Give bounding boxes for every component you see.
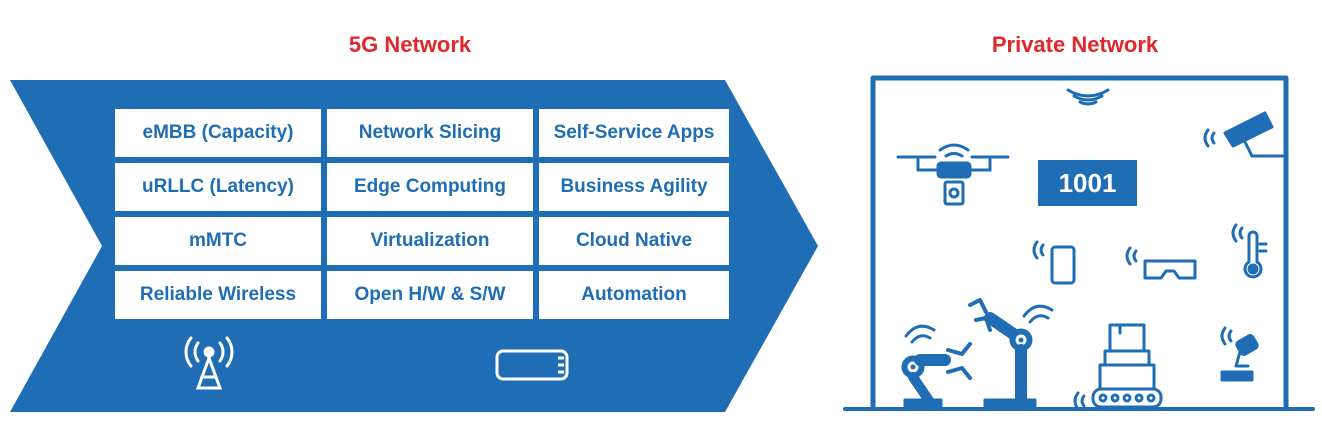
- vr-headset-icon: [1125, 246, 1197, 280]
- feature-cell: Business Agility: [539, 163, 729, 211]
- feature-cell: Automation: [539, 271, 729, 319]
- feature-cell: Reliable Wireless: [115, 271, 321, 319]
- feature-cell: eMBB (Capacity): [115, 109, 321, 157]
- feature-cell: Open H/W & S/W: [327, 271, 533, 319]
- feature-grid: eMBB (Capacity) Network Slicing Self-Ser…: [115, 109, 729, 319]
- building-outline: [870, 75, 1289, 409]
- security-camera-icon: [1203, 111, 1286, 158]
- sim-card-icon: [495, 349, 569, 381]
- feature-cell: Self-Service Apps: [539, 109, 729, 157]
- cargo-robot-icon: [1073, 323, 1163, 411]
- drone-icon: [896, 143, 1010, 206]
- title-private-network: Private Network: [991, 32, 1159, 57]
- binary-code-label: 1001: [1038, 160, 1137, 206]
- thermometer-icon: [1231, 223, 1268, 279]
- feature-cell: Virtualization: [327, 217, 533, 265]
- smartphone-icon: [1032, 240, 1076, 285]
- feature-cell: Edge Computing: [327, 163, 533, 211]
- wifi-icon: [1066, 88, 1110, 106]
- industrial-robot-icon: [968, 298, 1054, 409]
- feature-cell: uRLLC (Latency): [115, 163, 321, 211]
- feature-cell: Cloud Native: [539, 217, 729, 265]
- title-5g-network: 5G Network: [348, 32, 472, 57]
- robot-arm-icon: [901, 324, 972, 409]
- microscope-icon: [1220, 326, 1259, 382]
- cell-tower-icon: [184, 336, 234, 390]
- feature-cell: Network Slicing: [327, 109, 533, 157]
- feature-cell: mMTC: [115, 217, 321, 265]
